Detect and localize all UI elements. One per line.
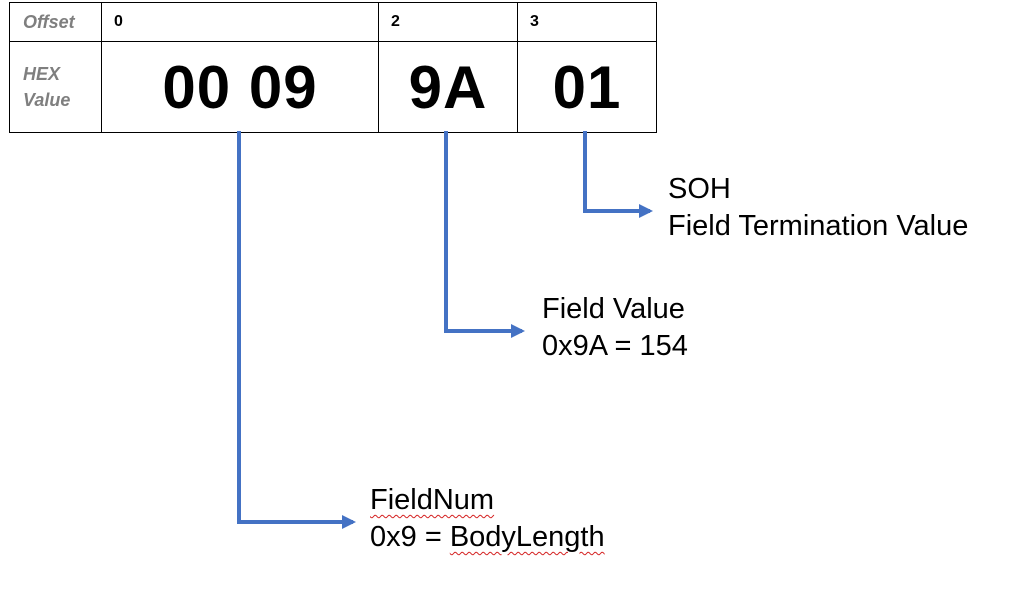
arrow-soh — [583, 131, 653, 218]
fieldnum-description-prefix: 0x9 = — [370, 521, 450, 553]
field-value-annotation: Field Value 0x9A = 154 — [542, 291, 688, 365]
arrow-field-value — [444, 131, 525, 338]
hex-label-line2: Value — [23, 90, 71, 110]
hex-value-soh: 01 — [517, 41, 657, 133]
hex-value-label: HEX Value — [9, 41, 102, 133]
soh-description: Field Termination Value — [668, 210, 969, 242]
fieldnum-description-word: BodyLength — [449, 521, 605, 553]
hex-value-row: HEX Value 00 09 9A 01 — [9, 41, 657, 133]
field-value-title: Field Value — [542, 293, 685, 325]
soh-title: SOH — [668, 173, 731, 205]
arrow-fieldnum — [237, 131, 356, 529]
hex-label-line1: HEX — [23, 64, 61, 84]
hex-field-table: Offset 0 2 3 HEX Value 00 09 9A 01 — [9, 2, 657, 133]
fieldnum-description: 0x9 = BodyLength — [370, 519, 605, 556]
offset-row: Offset 0 2 3 — [9, 2, 657, 42]
fieldnum-annotation: FieldNum 0x9 = BodyLength — [370, 482, 605, 556]
offset-0: 0 — [101, 2, 379, 42]
field-value-description: 0x9A = 154 — [542, 330, 688, 362]
hex-value-fieldnum: 00 09 — [101, 41, 379, 133]
fieldnum-title: FieldNum — [370, 484, 495, 516]
offset-label: Offset — [9, 2, 102, 42]
hex-value-field: 9A — [378, 41, 518, 133]
soh-annotation: SOH Field Termination Value — [668, 171, 968, 245]
